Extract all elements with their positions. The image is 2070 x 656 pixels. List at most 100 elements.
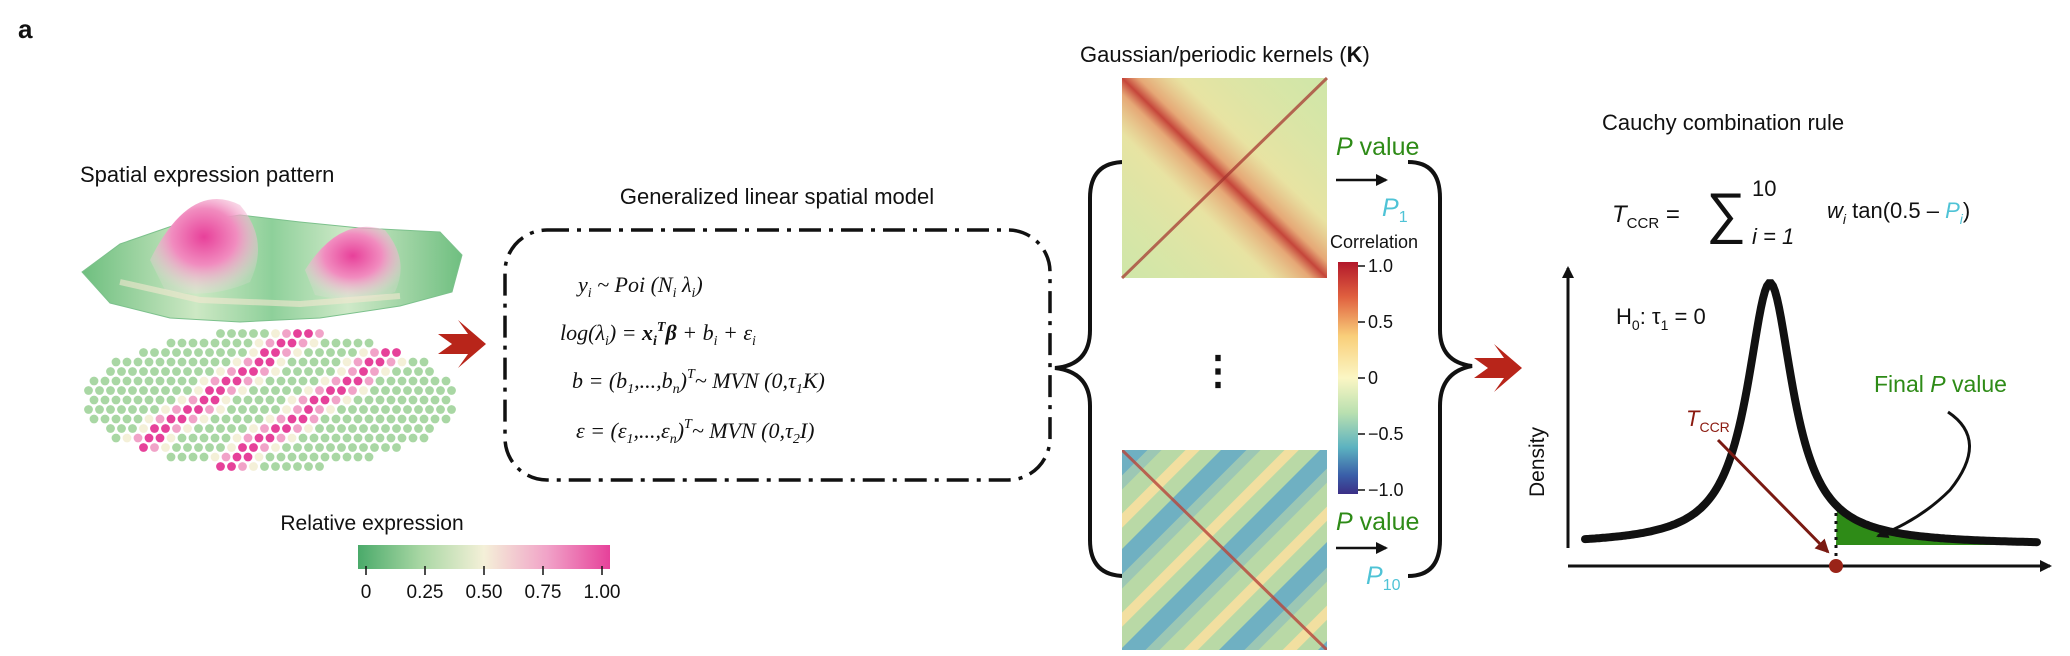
expression-spot: [386, 433, 396, 443]
expression-spot: [293, 462, 302, 471]
expression-spot: [205, 424, 214, 433]
expression-spot: [232, 452, 242, 462]
expression-spot: [309, 376, 319, 386]
expression-spot: [227, 386, 236, 395]
expression-spot: [139, 443, 148, 452]
flow-arrow-2: [1474, 344, 1522, 392]
expression-spot: [128, 367, 137, 376]
expression-spot: [139, 424, 148, 433]
expression-spot: [287, 395, 297, 405]
expression-spot: [177, 338, 187, 348]
expression-spot: [282, 367, 291, 376]
expression-spot: [260, 443, 269, 452]
expression-spot: [408, 395, 418, 405]
expression-spot: [353, 433, 363, 443]
expression-spot: [276, 395, 286, 405]
expression-spot: [249, 367, 258, 376]
periodic-kernel-heatmap: [1122, 450, 1327, 650]
expression-spot: [216, 386, 225, 395]
expression-spot: [309, 414, 319, 424]
expression-spot: [227, 443, 236, 452]
expression-spot: [359, 405, 368, 414]
expression-spot: [188, 338, 198, 348]
expression-spot: [419, 395, 429, 405]
expression-spot: [265, 338, 275, 348]
expression-spot: [144, 376, 154, 386]
expression-spot: [150, 424, 159, 433]
expression-spot: [183, 386, 192, 395]
expression-spot: [414, 386, 423, 395]
expression-spot: [89, 414, 99, 424]
expression-spot: [304, 424, 313, 433]
expression-spot: [238, 424, 247, 433]
expression-spot: [249, 329, 258, 338]
null-hypothesis: H0: τ1 = 0: [1616, 304, 1706, 333]
expression-spot: [293, 348, 302, 357]
expression-spot: [276, 414, 286, 424]
expression-spot: [144, 414, 154, 424]
expression-spot: [304, 386, 313, 395]
legend-title: Relative expression: [280, 512, 463, 535]
expression-spot: [353, 414, 363, 424]
expression-spot: [304, 405, 313, 414]
expression-spot: [133, 414, 143, 424]
expression-spot: [381, 367, 390, 376]
expression-spot: [271, 424, 280, 433]
expression-spot: [331, 357, 341, 367]
expression-spot: [364, 338, 374, 348]
expression-spot: [276, 433, 286, 443]
expression-spot: [84, 386, 93, 395]
expression-spot: [370, 443, 379, 452]
expression-spot: [249, 386, 258, 395]
expression-spot: [205, 386, 214, 395]
expression-spot: [364, 433, 374, 443]
expression-spot: [425, 386, 434, 395]
expression-spot: [243, 414, 253, 424]
expression-spot: [304, 462, 313, 471]
expression-spot: [287, 338, 297, 348]
expression-spot: [276, 376, 286, 386]
model-equations: yi ~ Poi (Ni λi) log(λi) = xiTβ + bi + ε…: [560, 272, 825, 447]
expression-spot: [122, 395, 132, 405]
panel-letter: a: [18, 14, 33, 44]
expression-spot: [199, 376, 209, 386]
expression-spot: [111, 414, 121, 424]
expression-spot: [238, 386, 247, 395]
expression-spot: [342, 414, 352, 424]
expression-spot: [161, 367, 170, 376]
expression-spot: [199, 357, 209, 367]
expression-spot: [243, 433, 253, 443]
colorbar-tick-label: 0: [1368, 368, 1378, 388]
expression-spot: [210, 376, 220, 386]
expression-spot: [188, 414, 198, 424]
expression-spot: [397, 357, 407, 367]
colorbar-title: Correlation: [1330, 232, 1418, 252]
tccr-arrow: [1716, 438, 1830, 554]
expression-spot: [320, 376, 330, 386]
expression-spot: [342, 376, 352, 386]
expression-spot: [386, 376, 396, 386]
expression-spot: [166, 395, 176, 405]
expression-spot: [342, 395, 352, 405]
expression-spot: [100, 414, 110, 424]
legend-colorbar: [358, 545, 610, 569]
expression-spot: [100, 376, 110, 386]
colorbar-tick-label: −1.0: [1368, 480, 1404, 500]
expression-spot: [419, 357, 429, 367]
expression-spot: [414, 405, 423, 414]
expression-spot: [271, 348, 280, 357]
expression-spot: [326, 424, 335, 433]
expression-spot: [216, 329, 225, 338]
expression-spot: [304, 329, 313, 338]
expression-spot: [260, 462, 269, 471]
expression-spot: [265, 452, 275, 462]
expression-spot: [293, 386, 302, 395]
expression-spot: [122, 433, 132, 443]
expression-spot: [210, 433, 220, 443]
expression-spot: [287, 376, 297, 386]
expression-spot: [326, 386, 335, 395]
expression-spot: [172, 443, 181, 452]
expression-spot: [337, 405, 346, 414]
legend-tick-label: 1.00: [584, 582, 621, 603]
expression-spot: [188, 395, 198, 405]
